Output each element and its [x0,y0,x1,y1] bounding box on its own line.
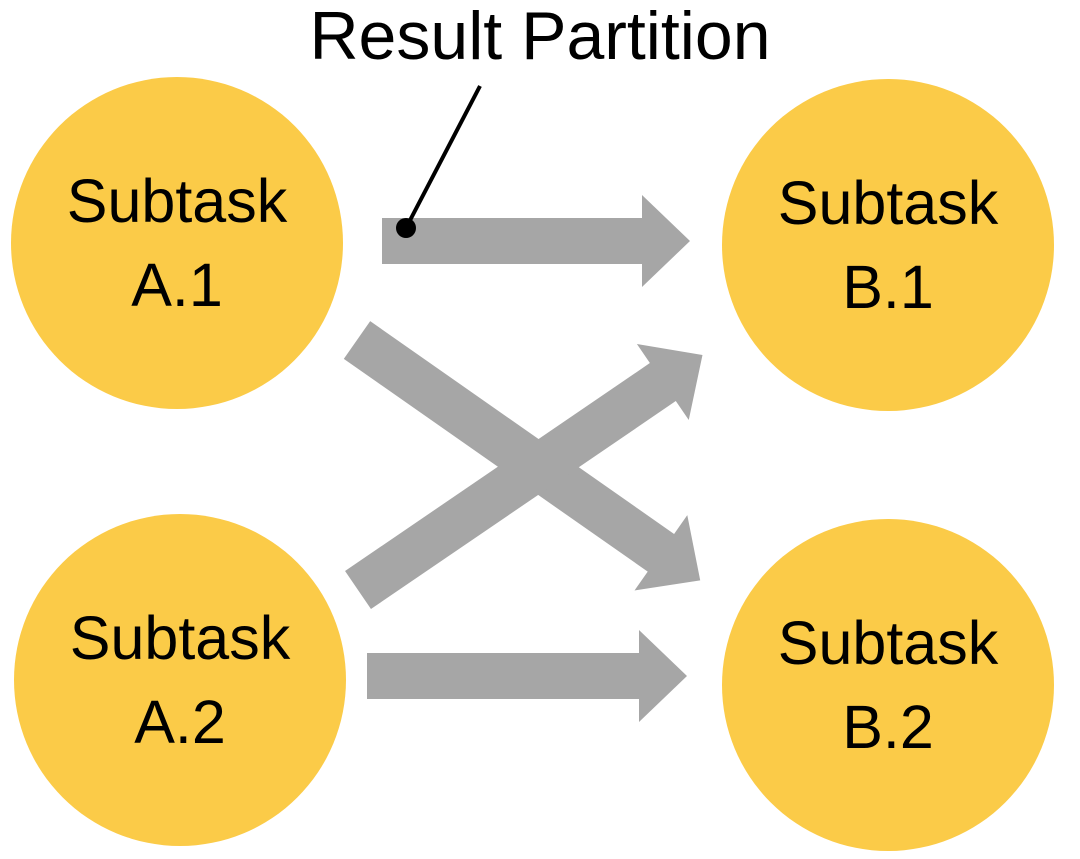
node-label-line2: A.2 [134,688,226,756]
annotation-leader-line [404,85,482,229]
node-label-line2: B.1 [842,253,934,321]
node-subtask-b2: Subtask B.2 [722,519,1054,851]
arrow-a2-to-b2 [367,630,687,722]
diagram-title: Result Partition [309,0,771,74]
node-subtask-a1: Subtask A.1 [11,77,343,409]
arrow-a1-to-b1 [382,195,690,287]
node-label-line1: Subtask [66,167,288,235]
arrow-a2-to-b1 [345,344,703,610]
node-subtask-a2: Subtask A.2 [14,514,346,846]
node-label-line1: Subtask [777,169,999,237]
node-subtask-b1: Subtask B.1 [722,79,1054,411]
node-label-line2: A.1 [131,251,223,319]
node-label-line2: B.2 [842,693,934,761]
node-label-line1: Subtask [69,604,291,672]
node-label-line1: Subtask [777,609,999,677]
annotation-leader-dot [396,218,416,238]
